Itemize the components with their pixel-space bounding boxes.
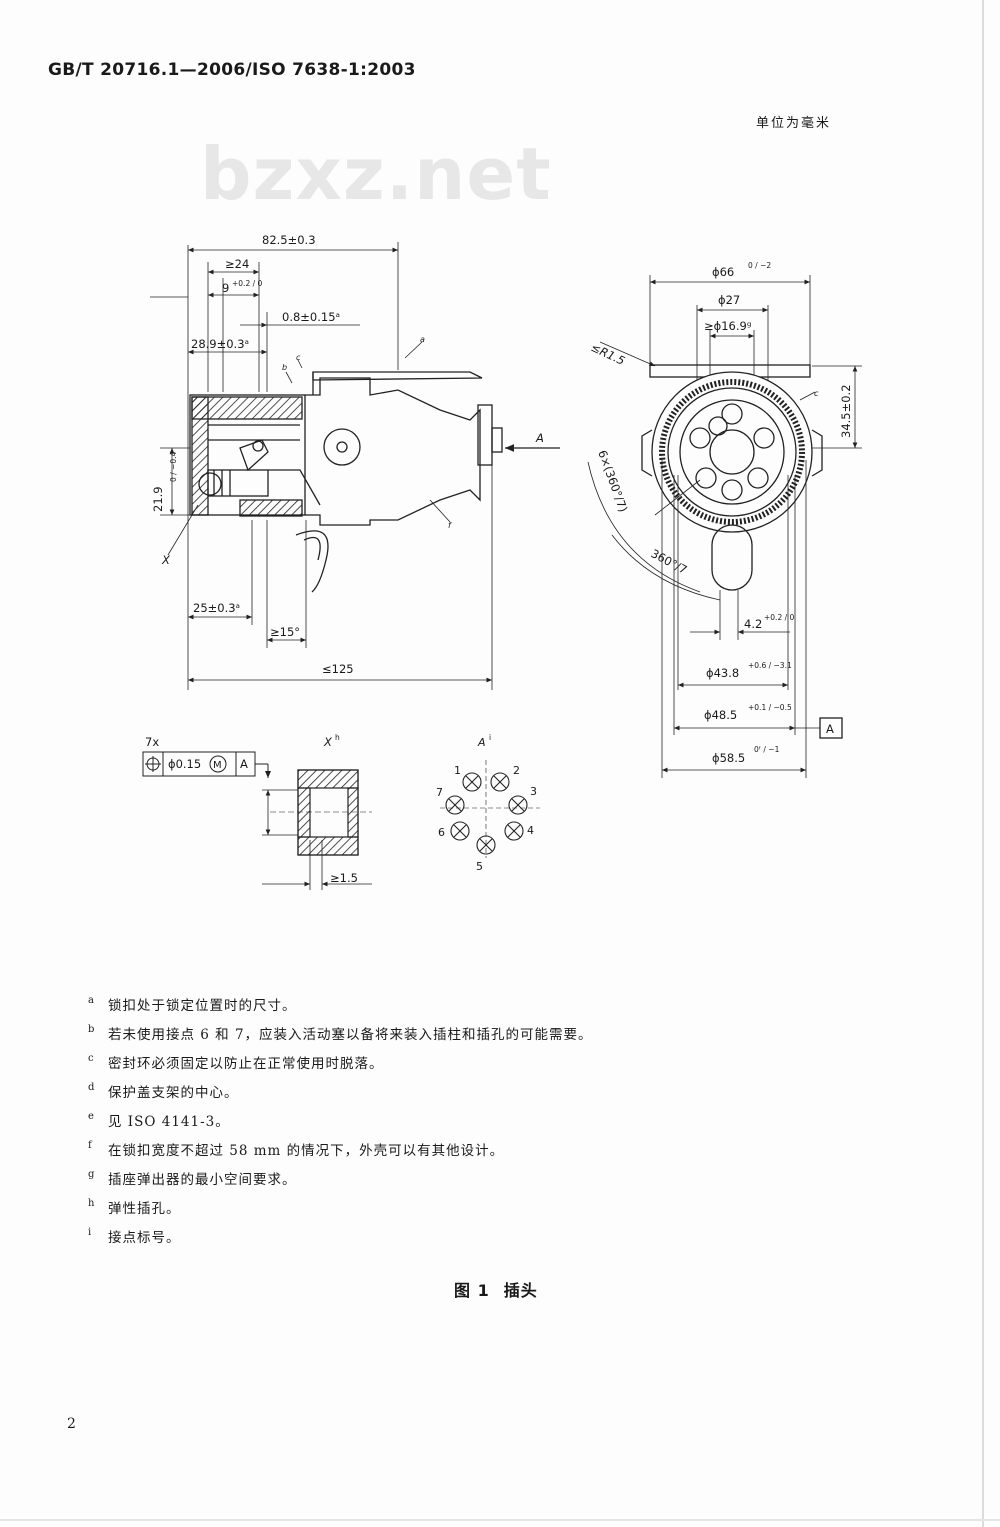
- label-a-arrow: A: [535, 431, 544, 445]
- detail-a-labels: A i 1 2 3 4 5 6 7: [436, 733, 537, 873]
- dim-angle: 360°/7: [649, 546, 690, 577]
- dim-phi-48-5: ϕ48.5: [704, 708, 737, 722]
- dim-0-8: 0.8±0.15ᵃ: [282, 310, 340, 324]
- page-edge-right: [982, 0, 984, 1527]
- dim-28-9: 28.9±0.3ᵃ: [191, 337, 249, 351]
- contact-label-2: 2: [513, 764, 520, 777]
- contact-1-icon: [462, 772, 482, 792]
- tolerance-value: ϕ0.15: [168, 757, 201, 771]
- side-view: [150, 242, 560, 690]
- dim-min-24: ≥24: [225, 257, 249, 271]
- dim-4-2-tol: +0.2 / 0: [764, 613, 795, 622]
- ref-b: b: [282, 363, 287, 372]
- dim-9-tol: +0.2 / 0: [232, 279, 263, 288]
- tolerance-frame: [142, 751, 271, 778]
- detail-x-labels: X h ≥1.5: [323, 733, 358, 885]
- dim-21-9-tol: 0 / −0.4: [169, 451, 178, 482]
- contact-label-3: 3: [530, 785, 537, 798]
- ref-c: c: [296, 353, 301, 362]
- side-view-labels: 82.5±0.3 ≥24 9 +0.2 / 0 0.8±0.15ᵃ 28.9±0…: [151, 233, 544, 676]
- dim-r-1-5: ≤R1.5: [589, 340, 627, 368]
- label-x: X: [161, 553, 171, 567]
- contact-7-icon: [445, 795, 465, 815]
- standard-header: GB/T 20716.1—2006/ISO 7638-1:2003: [48, 60, 416, 80]
- contact-label-5: 5: [476, 860, 483, 873]
- ref-c-front: c: [814, 389, 819, 398]
- detail-x-title-ref: h: [335, 733, 340, 742]
- tolerance-frame-labels: 7x ϕ0.15 M A: [145, 735, 248, 771]
- figure-number: 图 1: [454, 1281, 490, 1300]
- detail-x: [262, 769, 372, 890]
- ref-a: a: [420, 335, 425, 344]
- figure-title: 插头: [503, 1281, 538, 1300]
- dim-phi-58-5: ϕ58.5: [712, 751, 745, 765]
- detail-x-dim: ≥1.5: [330, 871, 358, 885]
- dim-34-5: 34.5±0.2: [839, 384, 853, 438]
- tolerance-datum: A: [240, 757, 248, 771]
- detail-a: [440, 760, 540, 858]
- figure-caption: 图 1 插头: [454, 1277, 538, 1301]
- dim-9: 9: [222, 281, 229, 295]
- dim-phi-48-5-tol: +0.1 / −0.5: [748, 703, 792, 712]
- contact-3-icon: [508, 795, 528, 815]
- detail-a-title: A: [477, 736, 486, 749]
- contact-label-6: 6: [438, 826, 445, 839]
- page-number: 2: [67, 1416, 76, 1432]
- page-edge-bottom: [0, 1519, 1000, 1521]
- units-note: 单位为毫米: [756, 116, 832, 131]
- dim-4-2: 4.2: [744, 617, 762, 631]
- dim-phi-16-9: ≥ϕ16.9ᵍ: [704, 319, 752, 333]
- technical-drawing: 82.5±0.3 ≥24 9 +0.2 / 0 0.8±0.15ᵃ 28.9±0…: [142, 233, 862, 890]
- tolerance-modifier: M: [213, 760, 222, 771]
- detail-x-title: X: [323, 735, 333, 749]
- contact-2-icon: [490, 772, 510, 792]
- contact-label-1: 1: [454, 764, 461, 777]
- dim-phi-43-8-tol: +0.6 / −3.1: [748, 661, 792, 670]
- dim-overall-length: 82.5±0.3: [262, 233, 316, 247]
- front-view: [587, 275, 862, 778]
- dim-25: 25±0.3ᵃ: [193, 601, 240, 615]
- detail-a-title-ref: i: [489, 733, 491, 742]
- dim-phi-43-8: ϕ43.8: [706, 666, 739, 680]
- contact-4-icon: [504, 821, 524, 841]
- dim-21-9: 21.9: [151, 486, 165, 512]
- dim-max-125: ≤125: [322, 662, 354, 676]
- dim-phi-58-5-tol: 0ᶠ / −1: [754, 745, 780, 754]
- ref-f: f: [448, 521, 452, 530]
- contact-5-icon: [476, 835, 496, 855]
- contact-6-icon: [450, 821, 470, 841]
- contact-label-4: 4: [527, 824, 534, 837]
- dim-phi-66-tol: 0 / −2: [748, 261, 771, 270]
- tolerance-count: 7x: [145, 735, 159, 749]
- mmc-modifier-icon: [209, 755, 227, 773]
- dim-6x-angle: 6×(360°/7): [595, 448, 630, 514]
- dim-phi-66: ϕ66: [712, 265, 734, 279]
- dim-phi-27: ϕ27: [718, 293, 740, 307]
- contact-label-7: 7: [436, 786, 443, 799]
- front-view-labels: ϕ66 0 / −2 ϕ27 ≥ϕ16.9ᵍ ≤R1.5 34.5±0.2 6×…: [589, 261, 853, 765]
- dim-min-15-deg: ≥15°: [270, 625, 300, 639]
- watermark: bzxz.net: [200, 132, 552, 216]
- datum-a-box: A: [826, 722, 834, 736]
